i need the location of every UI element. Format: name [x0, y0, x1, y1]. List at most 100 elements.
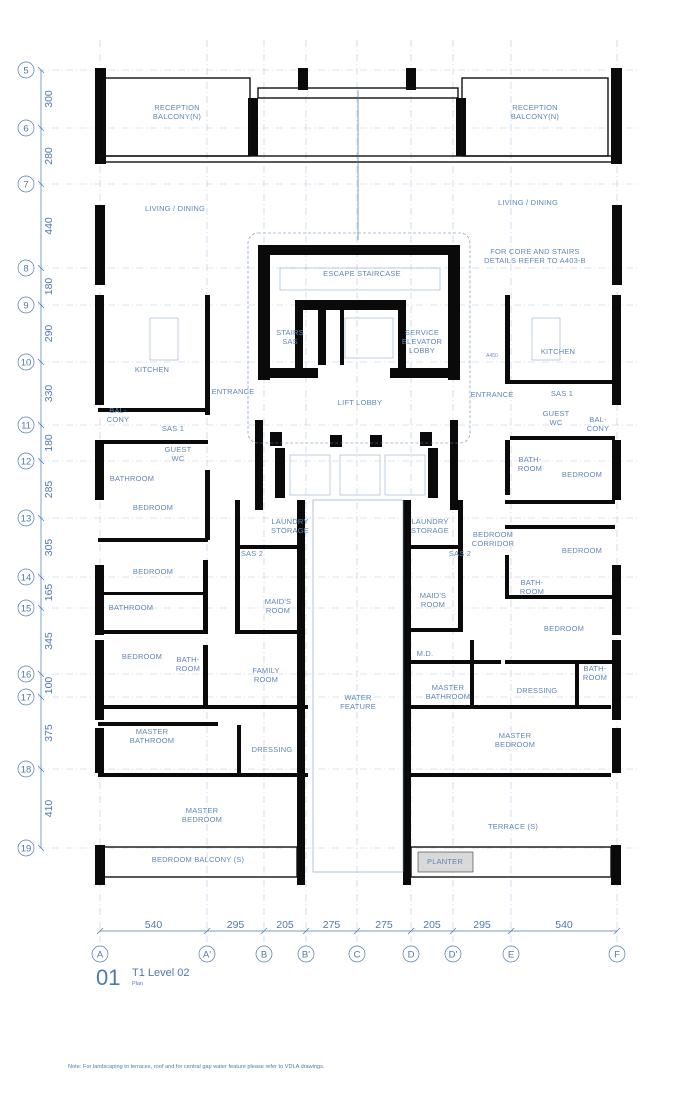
grid-label-row: 8 [23, 263, 28, 274]
grid-label-row: 14 [21, 572, 32, 583]
grid-bubble-row [17, 259, 35, 277]
grid-dimension-col: 540 [145, 919, 163, 931]
grid-label-row: 17 [21, 692, 32, 703]
room-label: BEDROOM [133, 503, 173, 512]
grid-bubble-row [17, 175, 35, 193]
room-label: SAS 2 [449, 549, 471, 558]
grid-bubble-col [348, 945, 366, 963]
grid-dimension-row: 280 [43, 147, 55, 165]
room-label: BATH-ROOM [520, 578, 544, 596]
room-label: BEDROOM [562, 546, 602, 555]
grid-bubble-row [17, 119, 35, 137]
grid-dimension-row: 100 [43, 677, 55, 695]
grid-bubble-col [91, 945, 109, 963]
room-label: BEDROOM [122, 652, 162, 661]
grid-bubble-col [502, 945, 520, 963]
grid-label-col: C [354, 950, 361, 961]
grid-dimension-row: 180 [43, 278, 55, 296]
grid-dimension-row: 165 [43, 584, 55, 602]
room-label: DRESSING [517, 686, 558, 695]
grid-dimension-row: 285 [43, 481, 55, 499]
grid-bubble-col [444, 945, 462, 963]
grid-label-col: B' [302, 950, 310, 961]
grid-dimension-col: 295 [227, 919, 245, 931]
grid-bubble-row [17, 568, 35, 586]
drawing-number: 01 [96, 965, 120, 990]
grid-bubble-row [17, 296, 35, 314]
room-label: M.D. [417, 649, 434, 658]
grid-dimension-row: 410 [43, 800, 55, 818]
grid-label-col: D' [449, 950, 458, 961]
grid-label-col: A [97, 950, 104, 961]
grid-bubble-row [17, 599, 35, 617]
drawing-subtitle: Plan [132, 981, 143, 987]
walls [95, 68, 622, 885]
grid-bubble-row [17, 452, 35, 470]
grid-dimension-row: 345 [43, 632, 55, 650]
grid-bubble-row [17, 839, 35, 857]
grid-bubble-row [17, 61, 35, 79]
room-label: SAS 1 [551, 389, 573, 398]
room-label: KITCHEN [541, 347, 575, 356]
grid-label-col: F [614, 950, 620, 961]
room-label: ENTRANCE [471, 390, 514, 399]
room-label: BEDROOM BALCONY (S) [152, 855, 245, 864]
grid-label-row: 13 [21, 513, 32, 524]
title-block: 01 T1 Level 02 Plan Note: For landscapin… [68, 965, 325, 1070]
grid-lines [38, 40, 640, 942]
room-label: BATH-ROOM [518, 455, 542, 473]
grid-labels: 5300628074408180929010330111801228513305… [17, 61, 626, 963]
grid-dimension-row: 305 [43, 539, 55, 557]
grid-bubble-row [17, 665, 35, 683]
room-label: BATHROOM [109, 603, 153, 612]
grid-dimension-col: 205 [276, 919, 294, 931]
room-label: ESCAPE STAIRCASE [323, 269, 401, 278]
grid-label-col: E [508, 950, 514, 961]
grid-label-col: A' [203, 950, 211, 961]
room-label: BAL-CONY [107, 406, 129, 424]
grid-label-row: 7 [23, 179, 28, 190]
grid-dimension-col: 295 [473, 919, 491, 931]
grid-dimension-row: 290 [43, 325, 55, 343]
room-label: BATH-ROOM [583, 664, 607, 682]
grid-dimension-col: 275 [323, 919, 341, 931]
grid-bubble-row [17, 760, 35, 778]
grid-label-col: B [261, 950, 267, 961]
grid-bubble-row [17, 353, 35, 371]
section-callout: A450 [486, 353, 498, 359]
grid-dimension-col: 275 [375, 919, 393, 931]
grid-bubble-col [608, 945, 626, 963]
grid-dimension-row: 375 [43, 724, 55, 742]
room-label: SAS 2 [241, 549, 263, 558]
grid-bubble-row [17, 688, 35, 706]
grid-label-row: 11 [21, 420, 31, 431]
grid-label-row: 18 [21, 764, 32, 775]
grid-bubble-col [255, 945, 273, 963]
grid-dimension-row: 330 [43, 385, 55, 403]
grid-bubble-col [402, 945, 420, 963]
room-label: BEDROOM [544, 624, 584, 633]
room-label: LIFT LOBBY [338, 398, 382, 407]
grid-label-row: 5 [23, 65, 28, 76]
room-label: LIVING / DINING [145, 204, 205, 213]
room-label: BAL-CONY [587, 415, 609, 433]
grid-dimension-row: 180 [43, 434, 55, 452]
grid-dimension-col: 540 [555, 919, 573, 931]
grid-label-row: 12 [21, 456, 32, 467]
grid-bubble-col [198, 945, 216, 963]
room-label: BEDROOM [562, 470, 602, 479]
